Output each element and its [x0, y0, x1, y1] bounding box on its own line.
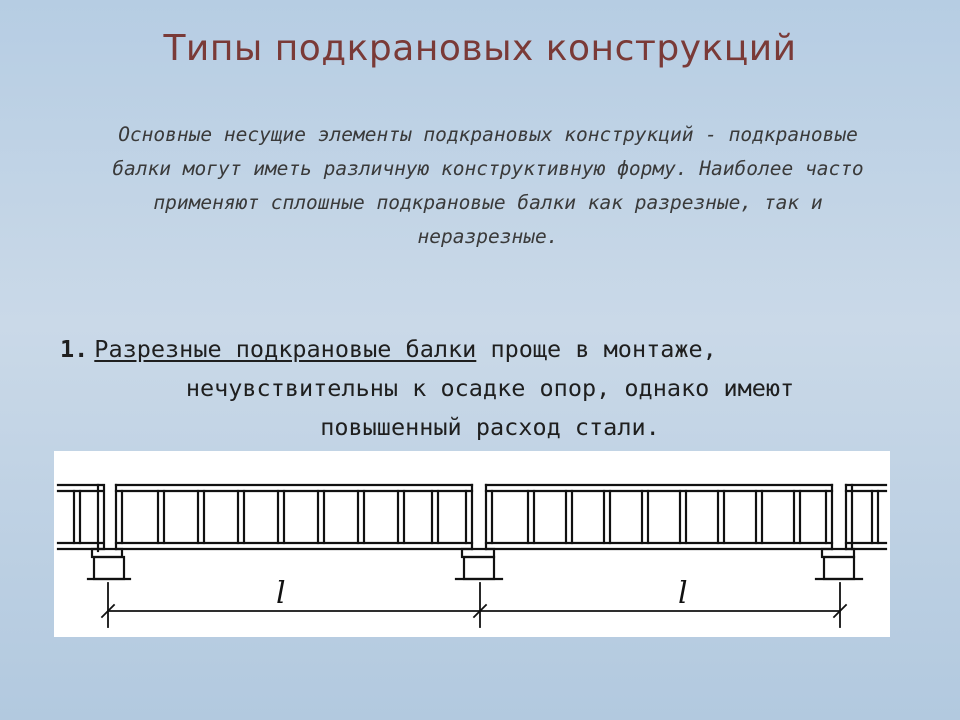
- beam-diagram: l l: [54, 451, 890, 637]
- span-label-left: l: [276, 576, 286, 611]
- support-left: [86, 547, 132, 581]
- beam-left-partial: [56, 483, 106, 551]
- beam-2: [484, 483, 834, 551]
- slide-title: Типы подкрановых конструкций: [163, 28, 797, 69]
- beam-right-partial: [844, 483, 888, 551]
- point-1: 1.Разрезные подкрановые балки проще в мо…: [60, 330, 920, 447]
- point-number: 1.: [60, 335, 89, 363]
- beam-diagram-svg: l l: [56, 483, 888, 628]
- point-term: Разрезные подкрановые балки: [94, 335, 477, 363]
- point-text-line-1: проще в монтаже,: [476, 335, 717, 363]
- beam-1: [114, 483, 474, 551]
- point-text-line-3: повышенный расход стали.: [320, 413, 660, 441]
- span-label-right: l: [678, 576, 688, 611]
- dimension-lines: [100, 582, 848, 628]
- point-text-line-2: нечувствительны к осадке опор, однако им…: [185, 374, 795, 402]
- support-middle: [454, 547, 504, 581]
- intro-paragraph: Основные несущие элементы подкрановых ко…: [112, 123, 864, 248]
- support-right: [814, 547, 864, 581]
